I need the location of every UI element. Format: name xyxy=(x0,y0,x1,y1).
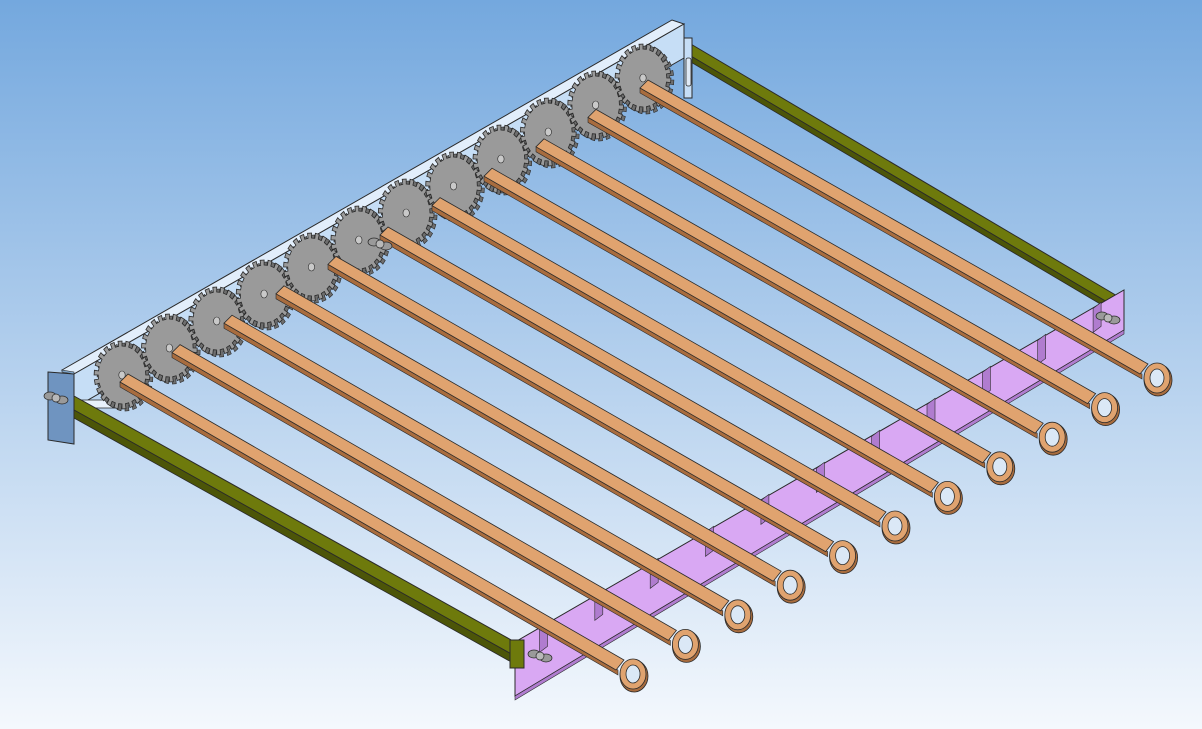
rod-top-face xyxy=(223,314,730,612)
rod-top-face xyxy=(275,285,782,582)
rod-eye-hole xyxy=(835,546,850,565)
gear[interactable] xyxy=(235,259,296,331)
rod[interactable] xyxy=(327,255,858,574)
wing-nut-left[interactable] xyxy=(43,391,69,405)
rod-top-face xyxy=(171,344,678,641)
rod-top-face xyxy=(483,167,992,464)
gear-hub xyxy=(402,208,410,218)
gear-hub xyxy=(497,154,505,164)
rod-row[interactable] xyxy=(119,79,1173,693)
gear[interactable] xyxy=(141,313,201,385)
gear-hub xyxy=(118,370,126,380)
rod[interactable] xyxy=(275,285,806,604)
front-rail-end xyxy=(509,639,525,669)
rod-eye-hole xyxy=(992,457,1008,477)
gear[interactable] xyxy=(188,286,248,358)
left-end-plate xyxy=(47,371,75,445)
rod[interactable] xyxy=(587,108,1120,427)
rod[interactable] xyxy=(431,197,963,515)
front-side-rail[interactable] xyxy=(73,395,525,669)
rod-eye-hole xyxy=(887,516,903,536)
wing-nut-right[interactable] xyxy=(1095,311,1121,325)
rod[interactable] xyxy=(535,138,1068,456)
gear-hub xyxy=(307,262,315,272)
rod[interactable] xyxy=(223,314,754,634)
gear-hub xyxy=(592,100,600,110)
gear-hub xyxy=(165,343,173,353)
front-bar-tab xyxy=(1037,333,1046,365)
rod[interactable] xyxy=(639,79,1173,397)
rod-top-face xyxy=(327,255,835,553)
rod-eye-hole xyxy=(1044,427,1060,447)
rod-top-face xyxy=(535,138,1044,434)
rod-eye-hole xyxy=(678,635,693,654)
wing-nut-center[interactable] xyxy=(367,237,393,251)
front-bar-edge xyxy=(514,329,1125,701)
rod-eye-hole xyxy=(625,664,641,684)
wing-nut-hub xyxy=(1103,313,1113,323)
rack-corner xyxy=(61,369,75,375)
rod[interactable] xyxy=(171,344,701,663)
gear-hub xyxy=(355,235,363,245)
rod-eye-hole xyxy=(782,575,798,595)
rod-eye-hole xyxy=(1149,368,1165,388)
rod-top-face xyxy=(119,373,625,671)
fastener-group[interactable] xyxy=(43,237,1121,663)
gear[interactable] xyxy=(283,232,343,304)
rod-eye-hole xyxy=(940,486,955,506)
wing-nut-hub xyxy=(375,239,385,249)
gear-hub xyxy=(213,316,221,326)
back-rail-slot xyxy=(685,57,692,87)
gear[interactable] xyxy=(330,205,391,277)
gear-hub xyxy=(639,73,647,83)
wing-nut-front[interactable] xyxy=(527,649,553,663)
wing-nut-hub xyxy=(535,651,545,661)
gear-hub xyxy=(544,127,552,137)
rod-top-face xyxy=(379,226,887,523)
rod-top-face xyxy=(431,197,940,493)
rod-eye-hole xyxy=(1097,398,1112,418)
rod-top-face xyxy=(587,108,1097,405)
rod[interactable] xyxy=(119,373,649,693)
rod-top-face xyxy=(639,79,1149,375)
wing-nut-hub xyxy=(51,393,61,403)
rod[interactable] xyxy=(379,226,911,545)
rod[interactable] xyxy=(483,167,1016,486)
gear-hub xyxy=(260,289,268,299)
rod-eye-hole xyxy=(730,605,746,625)
gear-hub xyxy=(450,181,458,191)
